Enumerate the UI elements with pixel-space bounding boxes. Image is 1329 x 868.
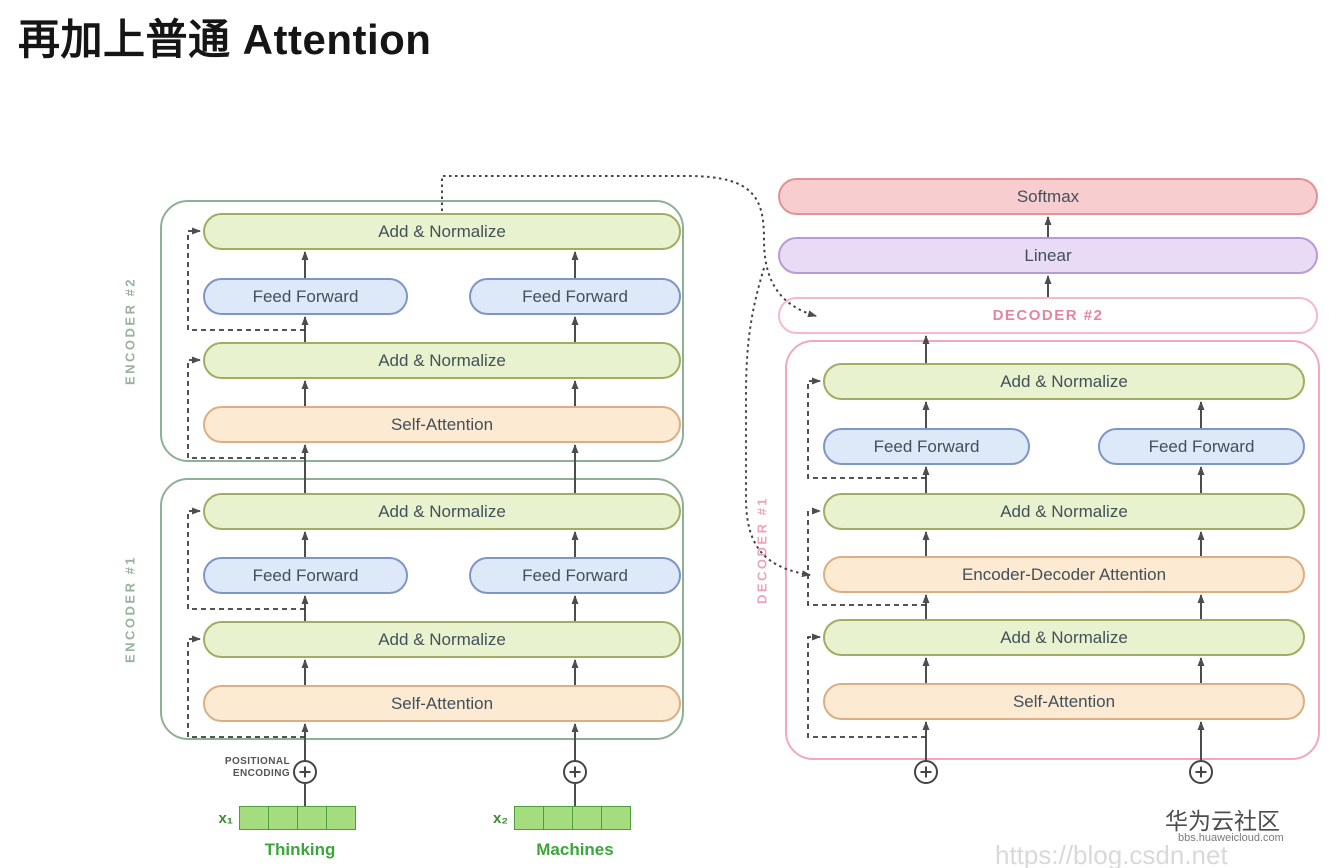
x1-label: x₁ — [218, 810, 233, 827]
site-watermark: bbs.huaweicloud.com — [1178, 832, 1284, 844]
decoder1-feed-forward-left: Feed Forward — [823, 428, 1030, 465]
encoder1-feed-forward-left: Feed Forward — [203, 557, 408, 594]
decoder1-add-normalize-mid: Add & Normalize — [823, 493, 1305, 530]
encoder1-self-attention: Self-Attention — [203, 685, 681, 722]
encoder1-feed-forward-right: Feed Forward — [469, 557, 681, 594]
plus-circle-icon — [293, 760, 317, 784]
encoder1-add-normalize-mid: Add & Normalize — [203, 621, 681, 658]
encoder2-self-attention: Self-Attention — [203, 406, 681, 443]
encoder-1-label: ENCODER #1 — [122, 554, 138, 664]
decoder1-feed-forward-right: Feed Forward — [1098, 428, 1305, 465]
page-title: 再加上普通 Attention — [18, 16, 432, 63]
encoder-2-label: ENCODER #2 — [122, 276, 138, 386]
encoder2-feed-forward-left: Feed Forward — [203, 278, 408, 315]
faint-url-watermark: https://blog.csdn.net — [995, 840, 1228, 868]
decoder-1-label: DECODER #1 — [754, 495, 770, 605]
token-machines: Machines — [536, 840, 614, 859]
decoder1-add-normalize-top: Add & Normalize — [823, 363, 1305, 400]
decoder1-encoder-decoder-attention: Encoder-Decoder Attention — [823, 556, 1305, 593]
embedding-vector-x2 — [514, 806, 631, 830]
encoder1-add-normalize-top: Add & Normalize — [203, 493, 681, 530]
positional-add-icons — [293, 760, 1213, 784]
decoder-2-block: DECODER #2 — [778, 297, 1318, 334]
positional-encoding-label: POSITIONAL ENCODING — [224, 756, 290, 779]
community-watermark: 华为云社区 — [1165, 808, 1280, 834]
plus-circle-icon — [1189, 760, 1213, 784]
embedding-vector-x1 — [239, 806, 356, 830]
plus-circle-icon — [914, 760, 938, 784]
linear-block: Linear — [778, 237, 1318, 274]
x2-label: x₂ — [492, 810, 508, 827]
decoder1-self-attention: Self-Attention — [823, 683, 1305, 720]
decoder1-add-normalize-bottom: Add & Normalize — [823, 619, 1305, 656]
encoder2-add-normalize-top: Add & Normalize — [203, 213, 681, 250]
token-thinking: Thinking — [264, 840, 336, 859]
encoder2-add-normalize-mid: Add & Normalize — [203, 342, 681, 379]
softmax-block: Softmax — [778, 178, 1318, 215]
plus-circle-icon — [563, 760, 587, 784]
encoder2-feed-forward-right: Feed Forward — [469, 278, 681, 315]
